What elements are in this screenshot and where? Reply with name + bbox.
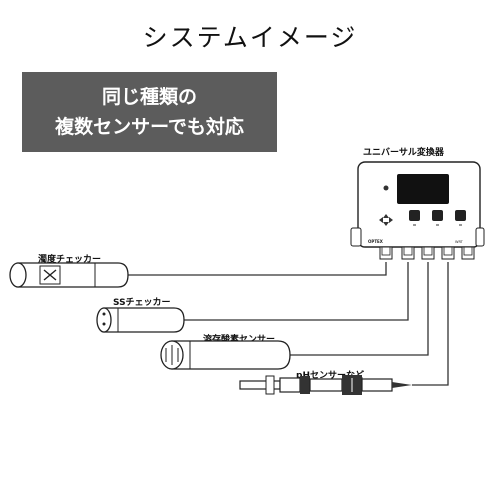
do-sensor-illustration (160, 340, 291, 370)
cable-turbidity (127, 262, 387, 276)
controller-brand: OPTEX (368, 239, 383, 244)
cable-ph (412, 262, 449, 386)
page-title: システムイメージ (142, 23, 358, 52)
cable-do (288, 262, 429, 356)
turbidity-checker-illustration (9, 262, 129, 288)
ph-sensor-label: pHセンサーなど (296, 371, 364, 381)
controller-display (397, 174, 449, 204)
controller-model: WRT (455, 240, 464, 244)
ss-checker-illustration (96, 307, 185, 333)
button-2 (432, 210, 443, 221)
controller-label: ユニバーサル変換器 (363, 148, 444, 158)
feature-banner: 同じ種類の 複数センサーでも対応 (22, 72, 277, 152)
button-3 (455, 210, 466, 221)
banner-line-2: 複数センサーでも対応 (55, 116, 244, 138)
do-sensor-label: 溶存酸素センサー (203, 335, 276, 345)
turbidity-checker-label: 濁度チェッカー (38, 255, 102, 265)
cable-ss (112, 262, 409, 321)
ss-checker-label: SSチェッカー (113, 298, 171, 308)
banner-line-1: 同じ種類の (101, 86, 197, 108)
cables (112, 262, 449, 386)
controller-unit: OPTEX WRT (350, 161, 485, 248)
power-indicator (383, 185, 389, 191)
nav-arrows (379, 214, 393, 226)
ph-sensor-illustration (239, 375, 412, 395)
cable-glands (379, 246, 475, 260)
button-1 (409, 210, 420, 221)
